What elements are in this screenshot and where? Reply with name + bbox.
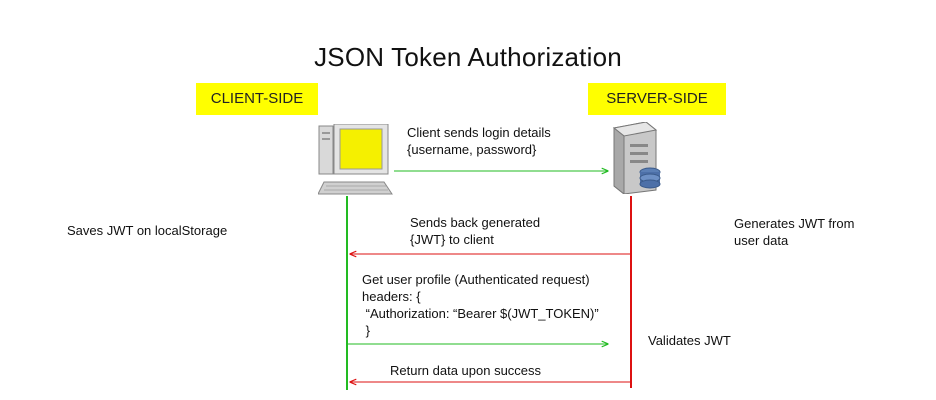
server-side-label: SERVER-SIDE xyxy=(588,83,726,115)
client-note: Saves JWT on localStorage xyxy=(67,223,228,238)
message-return: Return data upon success xyxy=(390,363,542,378)
message-jwt: Sends back generated {JWT} to client xyxy=(410,215,541,247)
validate-note: Validates JWT xyxy=(648,333,731,348)
client-side-label: CLIENT-SIDE xyxy=(196,83,318,115)
message-profile: Get user profile (Authenticated request)… xyxy=(362,272,599,338)
diagram-title: JSON Token Authorization xyxy=(314,42,622,72)
message-login: Client sends login details {username, pa… xyxy=(407,125,551,157)
desktop-computer-icon xyxy=(318,124,393,195)
server-tower-icon xyxy=(612,122,661,194)
server-note: Generates JWT from user data xyxy=(734,216,855,248)
